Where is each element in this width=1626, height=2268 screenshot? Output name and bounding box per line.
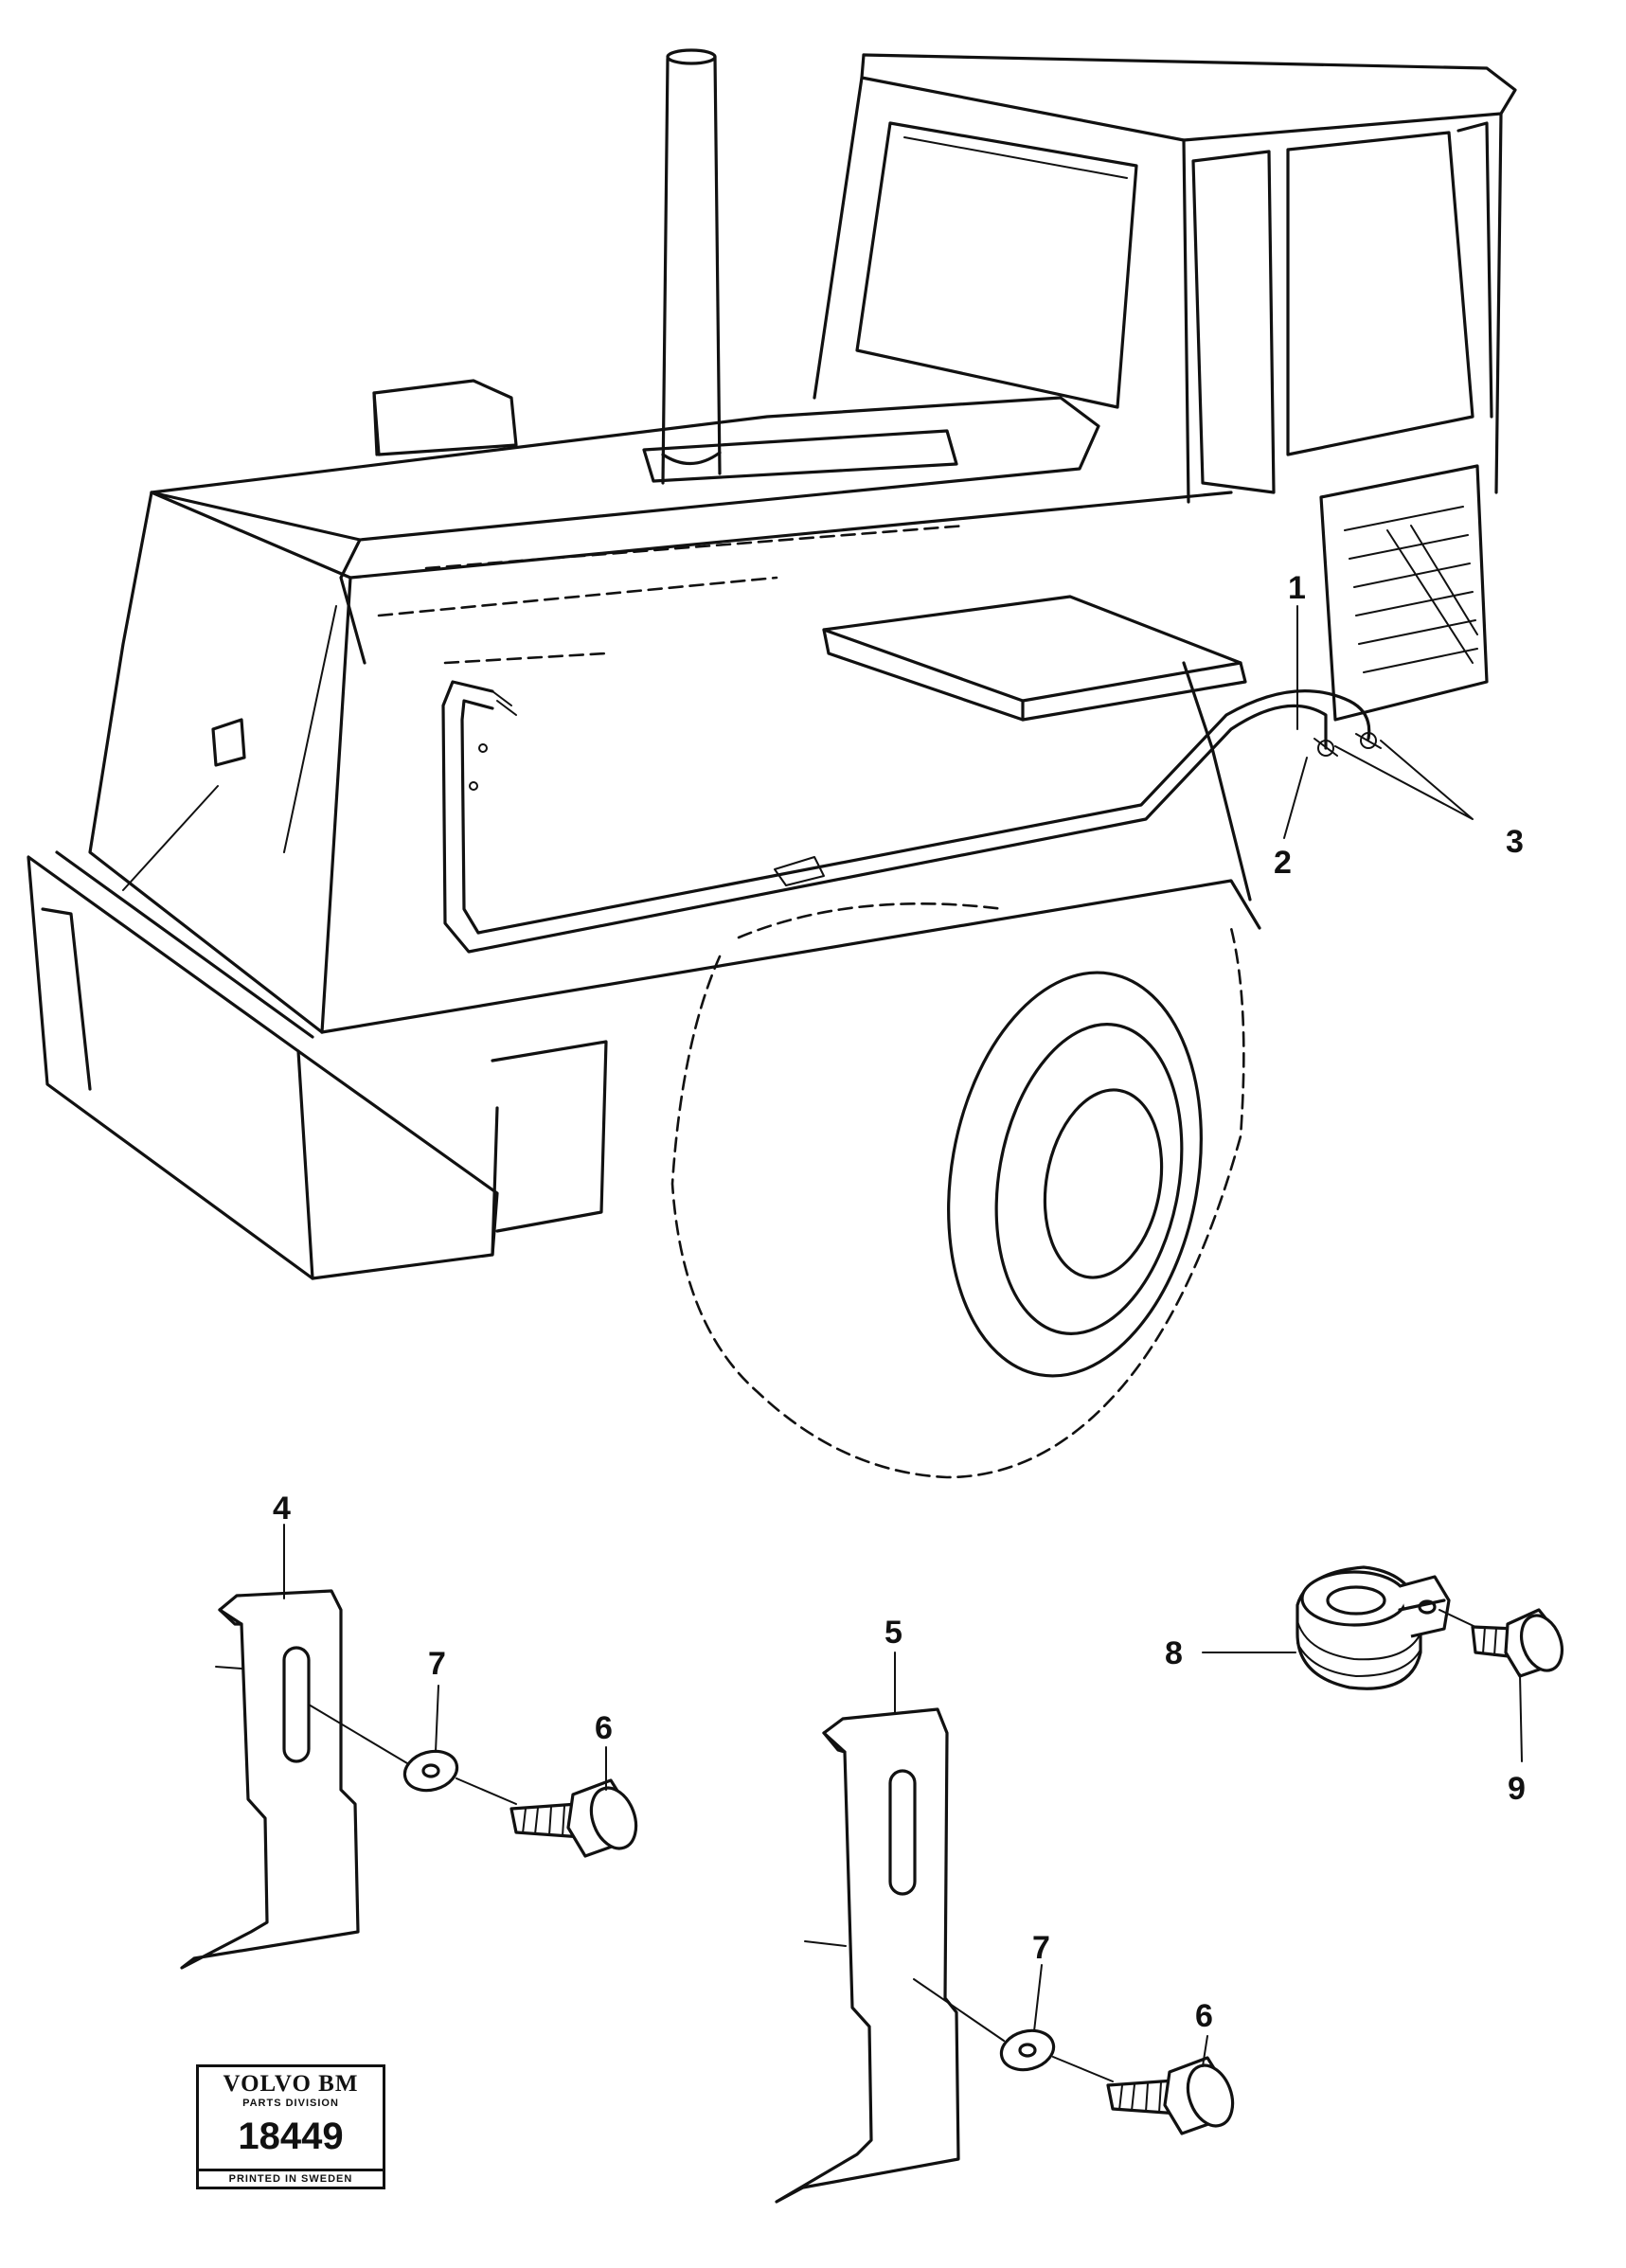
- callout-leaders: [283, 1524, 1523, 2067]
- callout-6-lower: 6: [1195, 1998, 1213, 2034]
- bracket-part-5: [775, 1707, 960, 2204]
- clamp-part-8: [1295, 1565, 1451, 1690]
- callout-7-lower: 7: [1032, 1930, 1050, 1966]
- callout-9: 9: [1508, 1771, 1526, 1807]
- washer-part-7-lower: [913, 1978, 1114, 2082]
- callout-7-upper: 7: [428, 1646, 446, 1682]
- bolt-part-6-upper: [509, 1778, 638, 1858]
- callout-8: 8: [1165, 1635, 1183, 1671]
- stamp-footer: PRINTED IN SWEDEN: [199, 2169, 383, 2187]
- washer-part-7-upper: [308, 1704, 517, 1805]
- bracket-part-4: [180, 1589, 360, 1970]
- publisher-stamp: VOLVO BM PARTS DIVISION 18449 PRINTED IN…: [196, 2064, 385, 2189]
- callout-6-upper: 6: [595, 1710, 613, 1746]
- bolt-part-9: [1438, 1608, 1564, 1678]
- callout-2: 2: [1274, 845, 1292, 881]
- callout-4: 4: [273, 1491, 291, 1527]
- stamp-division: PARTS DIVISION: [242, 2098, 339, 2109]
- bolt-part-6-lower: [1106, 2056, 1235, 2135]
- callout-5: 5: [884, 1615, 902, 1651]
- illustration-number: 18449: [238, 2116, 344, 2157]
- stamp-brand: VOLVO BM: [223, 2071, 359, 2097]
- callout-3: 3: [1506, 824, 1524, 860]
- callout-1: 1: [1288, 570, 1306, 606]
- loader-machine-illustration: [27, 48, 1517, 1479]
